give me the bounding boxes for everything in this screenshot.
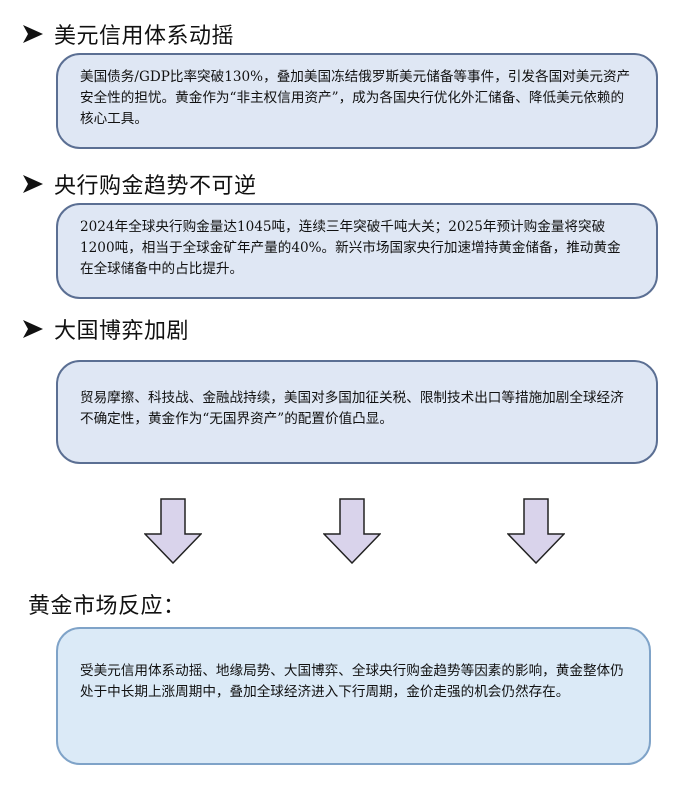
section-text: 2024年全球央行购金量达1045吨，连续三年突破千吨大关；2025年预计购金量… [80, 219, 621, 277]
reaction-heading: 黄金市场反应： [28, 594, 186, 619]
section-title: 美元信用体系动摇 [54, 24, 235, 49]
section-title: 央行购金趋势不可逆 [54, 174, 257, 199]
section-box-3: 贸易摩擦、科技战、金融战持续，美国对多国加征关税、限制技术出口等措施加剧全球经济… [56, 360, 658, 464]
reaction-box: 受美元信用体系动摇、地缘局势、大国博弈、全球央行购金趋势等因素的影响，黄金整体仍… [56, 627, 651, 765]
arrowhead-bullet-icon [23, 25, 43, 43]
section-box-2: 2024年全球央行购金量达1045吨，连续三年突破千吨大关；2025年预计购金量… [56, 203, 658, 299]
section-title: 大国博弈加剧 [54, 319, 190, 344]
section-text: 贸易摩擦、科技战、金融战持续，美国对多国加征关税、限制技术出口等措施加剧全球经济… [80, 390, 624, 427]
section-text: 美国债务/GDP比率突破130%，叠加美国冻结俄罗斯美元储备等事件，引发各国对美… [80, 69, 631, 127]
section-box-1: 美国债务/GDP比率突破130%，叠加美国冻结俄罗斯美元储备等事件，引发各国对美… [56, 53, 658, 149]
arrowhead-bullet-icon [23, 320, 43, 338]
reaction-text: 受美元信用体系动摇、地缘局势、大国博弈、全球央行购金趋势等因素的影响，黄金整体仍… [80, 663, 624, 700]
down-arrow-icon [323, 498, 381, 564]
down-arrow-icon [144, 498, 202, 564]
section-heading-1: 美元信用体系动摇 [22, 18, 234, 50]
arrowhead-bullet-icon [23, 175, 43, 193]
down-arrow-icon [507, 498, 565, 564]
section-heading-2: 央行购金趋势不可逆 [22, 168, 257, 200]
section-heading-3: 大国博弈加剧 [22, 313, 189, 345]
